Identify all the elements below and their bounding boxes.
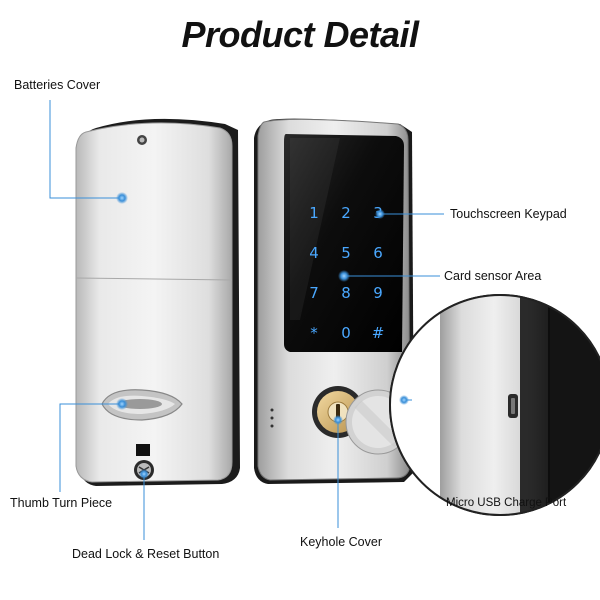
keypad-key: 9 (373, 284, 383, 302)
label-touchscreen-keypad: Touchscreen Keypad (450, 207, 567, 221)
keypad-key: # (372, 324, 385, 342)
keypad-key: 2 (341, 204, 351, 222)
callout-lines (49, 100, 444, 540)
keypad-key: 6 (373, 244, 383, 262)
keypad-key: 0 (341, 324, 351, 342)
keypad-key: 1 (309, 204, 319, 222)
label-keyhole-cover: Keyhole Cover (300, 535, 382, 549)
keypad-key: 5 (341, 244, 351, 262)
keypad-key: 8 (341, 284, 351, 302)
keypad-key: 7 (309, 284, 319, 302)
keypad-key: 4 (309, 244, 319, 262)
label-batteries-cover: Batteries Cover (14, 78, 101, 92)
callout-dots (116, 192, 409, 479)
usb-port-detail (389, 294, 600, 516)
label-card-sensor-area: Card sensor Area (444, 269, 542, 283)
rear-lock-body (75, 118, 240, 486)
reset-button (136, 444, 150, 456)
page-title: Product Detail (181, 14, 419, 55)
label-thumb-turn-piece: Thumb Turn Piece (10, 496, 113, 510)
label-micro-usb: Micro USB Charge Port (446, 497, 567, 509)
label-dead-lock-reset: Dead Lock & Reset Button (72, 547, 220, 561)
keypad-key: * (310, 324, 318, 342)
